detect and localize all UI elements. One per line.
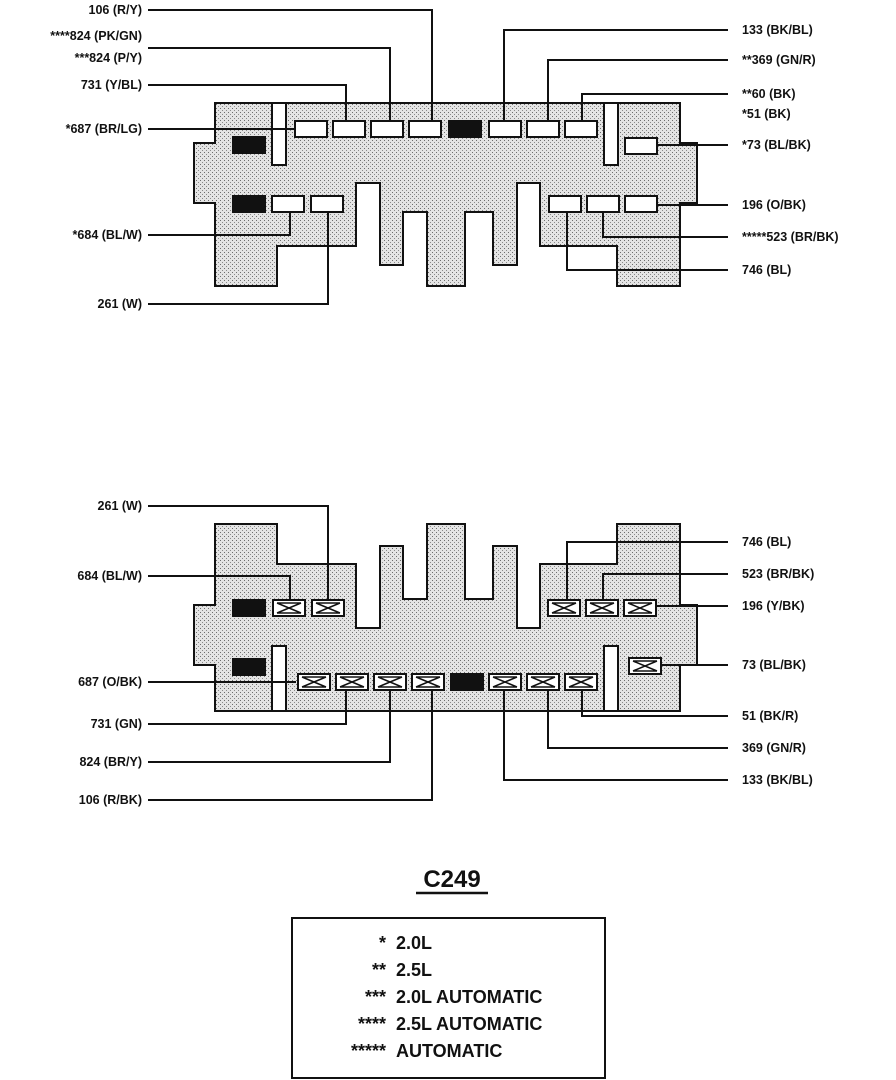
bottom-key-slot-left — [271, 645, 287, 712]
top-cavity-73 — [624, 137, 658, 155]
top-cavity-60-51 — [564, 120, 598, 138]
legend-mark-4: **** — [358, 1014, 386, 1034]
label-bottom-73: 73 (BL/BK) — [742, 658, 806, 672]
label-top-746: 746 (BL) — [742, 263, 791, 277]
label-bottom-369: 369 (GN/R) — [742, 741, 806, 755]
label-top-369: **369 (GN/R) — [742, 53, 816, 67]
bottom-key-slot-right — [603, 645, 619, 712]
bottom-cavity-73 — [628, 657, 662, 675]
label-top-196: 196 (O/BK) — [742, 198, 806, 212]
bottom-cavity-746 — [547, 599, 581, 617]
label-top-523: *****523 (BR/BK) — [742, 230, 839, 244]
connector-title: C249 — [423, 866, 480, 893]
bottom-terminal-cavities — [272, 599, 662, 691]
bottom-cavity-687 — [297, 673, 331, 691]
legend-text-3: 2.0L AUTOMATIC — [396, 987, 542, 1007]
top-key-slot-left — [271, 102, 287, 166]
legend-text-5: AUTOMATIC — [396, 1041, 502, 1061]
top-cavity-106 — [408, 120, 442, 138]
legend-mark-1: * — [379, 933, 386, 953]
label-top-824-pk-gn: ****824 (PK/GN) — [50, 29, 142, 43]
legend-text-2: 2.5L — [396, 960, 432, 980]
label-bottom-523: 523 (BR/BK) — [742, 567, 814, 581]
label-bottom-731: 731 (GN) — [91, 717, 142, 731]
top-cavity-plugged — [448, 120, 482, 138]
label-top-687: *687 (BR/LG) — [66, 122, 142, 136]
bottom-cavity-731 — [335, 673, 369, 691]
bottom-cavity-plugged-left-1 — [232, 599, 266, 617]
top-cavity-133 — [488, 120, 522, 138]
bottom-cavity-106 — [411, 673, 445, 691]
label-top-261: 261 (W) — [98, 297, 142, 311]
label-top-824-p-y: ***824 (P/Y) — [75, 51, 142, 65]
top-cavity-824 — [370, 120, 404, 138]
legend-text-4: 2.5L AUTOMATIC — [396, 1014, 542, 1034]
label-bottom-824: 824 (BR/Y) — [79, 755, 142, 769]
legend-text-1: 2.0L — [396, 933, 432, 953]
label-bottom-746: 746 (BL) — [742, 535, 791, 549]
legend-mark-2: ** — [372, 960, 386, 980]
label-bottom-133: 133 (BK/BL) — [742, 773, 813, 787]
bottom-leader-lines — [148, 505, 728, 801]
bottom-cavity-684 — [272, 599, 306, 617]
top-cavity-687 — [294, 120, 328, 138]
top-cavity-523 — [586, 195, 620, 213]
top-connector-body — [193, 102, 698, 287]
label-top-731: 731 (Y/BL) — [81, 78, 142, 92]
bottom-connector-view: 261 (W) 684 (BL/W) 687 (O/BK) 731 (GN) 8… — [77, 499, 814, 807]
label-top-60: **60 (BK) — [742, 87, 796, 101]
label-top-133: 133 (BK/BL) — [742, 23, 813, 37]
bottom-cavity-196 — [623, 599, 657, 617]
label-bottom-684: 684 (BL/W) — [77, 569, 142, 583]
top-cavity-369 — [526, 120, 560, 138]
bottom-connector-body — [193, 523, 698, 712]
legend-mark-5: ***** — [351, 1041, 386, 1061]
label-top-73: *73 (BL/BK) — [742, 138, 811, 152]
label-bottom-51: 51 (BK/R) — [742, 709, 798, 723]
top-key-slot-right — [603, 102, 619, 166]
bottom-cavity-824 — [373, 673, 407, 691]
label-bottom-106: 106 (R/BK) — [79, 793, 142, 807]
top-cavity-261 — [310, 195, 344, 213]
label-bottom-261: 261 (W) — [98, 499, 142, 513]
label-bottom-196: 196 (Y/BK) — [742, 599, 805, 613]
legend-mark-3: *** — [365, 987, 386, 1007]
top-cavity-plugged-left-2 — [232, 195, 266, 213]
bottom-cavity-369 — [526, 673, 560, 691]
top-cavity-746 — [548, 195, 582, 213]
top-cavity-196 — [624, 195, 658, 213]
bottom-cavity-523 — [585, 599, 619, 617]
top-connector-view: 106 (R/Y) ****824 (PK/GN) ***824 (P/Y) 7… — [50, 3, 838, 311]
label-top-106: 106 (R/Y) — [89, 3, 143, 17]
bottom-cavity-plugged — [450, 673, 484, 691]
label-bottom-687: 687 (O/BK) — [78, 675, 142, 689]
label-top-51: *51 (BK) — [742, 107, 791, 121]
top-cavity-731 — [332, 120, 366, 138]
label-top-684: *684 (BL/W) — [73, 228, 142, 242]
top-cavity-plugged-left-1 — [232, 136, 266, 154]
top-leader-lines — [148, 9, 728, 305]
legend-box: * 2.0L ** 2.5L *** 2.0L AUTOMATIC **** 2… — [291, 917, 606, 1079]
bottom-cavity-261 — [311, 599, 345, 617]
bottom-cavity-133 — [488, 673, 522, 691]
bottom-cavity-51 — [564, 673, 598, 691]
bottom-cavity-plugged-left-2 — [232, 658, 266, 676]
top-cavity-684 — [271, 195, 305, 213]
